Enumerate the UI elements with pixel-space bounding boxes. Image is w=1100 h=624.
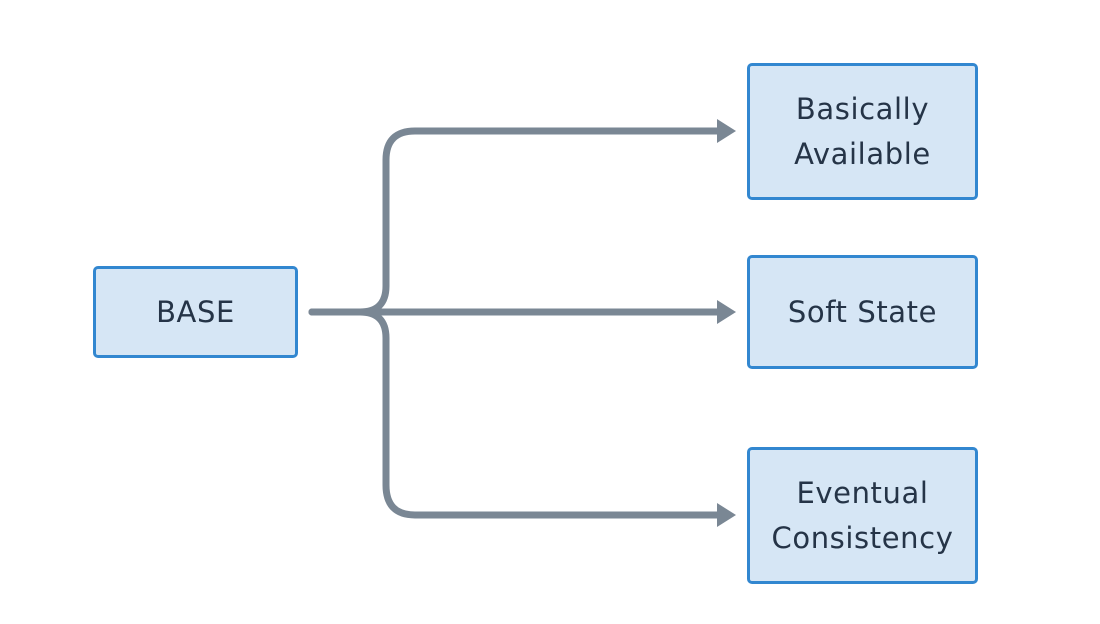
basically-available-node: Basically Available bbox=[747, 63, 978, 200]
basically-available-label: Basically Available bbox=[794, 91, 931, 171]
soft-state-label: Soft State bbox=[787, 294, 938, 329]
connector-to-eventual-consistency bbox=[308, 308, 725, 519]
soft-state-node: Soft State bbox=[747, 255, 978, 369]
base-node-label: BASE bbox=[156, 294, 235, 329]
eventual-consistency-node: Eventual Consistency bbox=[747, 447, 978, 584]
eventual-consistency-label: Eventual Consistency bbox=[771, 475, 954, 555]
arrowhead-basically-available bbox=[717, 119, 736, 143]
connector-to-basically-available bbox=[308, 127, 725, 316]
arrowhead-soft-state bbox=[717, 300, 736, 324]
arrowhead-eventual-consistency bbox=[717, 503, 736, 527]
base-node: BASE bbox=[93, 266, 298, 358]
